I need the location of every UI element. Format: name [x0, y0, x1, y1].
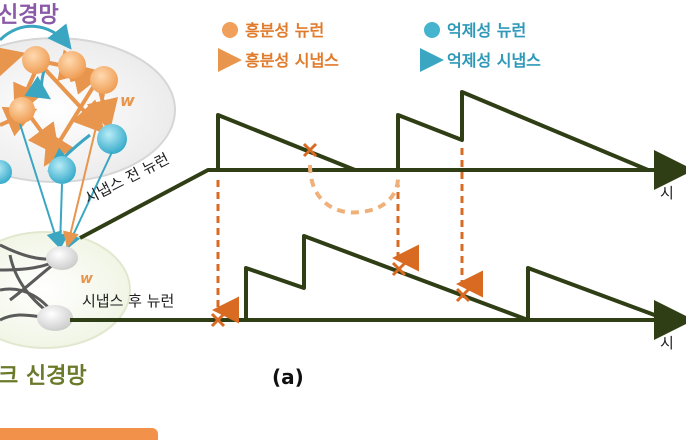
inhibitory-neuron-legend-dot — [424, 22, 440, 38]
panel-label: (a) — [272, 365, 304, 389]
legend-excitatory-synapse: 흥분성 시냅스 — [245, 51, 339, 70]
top-neuron-3 — [90, 66, 118, 94]
top-network-title: 신경망 — [0, 3, 59, 28]
depression-arc — [310, 165, 398, 212]
excitatory-neuron-legend-dot — [222, 22, 238, 38]
bottom-neuron-post — [37, 305, 73, 331]
postsynaptic-label: 시냅스 후 뉴런 — [82, 292, 174, 310]
presynaptic-axis-label: 시 — [660, 184, 674, 202]
bottom-weight-label: w — [80, 271, 93, 287]
top-weight-label: w — [120, 91, 135, 110]
top-neuron-inhibitory-2 — [48, 156, 76, 184]
legend-inhibitory-neuron: 억제성 뉴런 — [447, 21, 526, 40]
bottom-banner — [0, 428, 158, 440]
top-neuron-2 — [58, 51, 86, 79]
top-neuron-1 — [22, 46, 50, 74]
legend-excitatory-neuron: 흥분성 뉴런 — [245, 21, 324, 40]
legend-inhibitory-synapse: 억제성 시냅스 — [447, 51, 541, 70]
top-neuron-4 — [9, 97, 35, 123]
bottom-neuron-pre — [46, 246, 78, 270]
top-neuron-inhibitory-1 — [97, 124, 127, 154]
postsynaptic-axis-label: 시 — [660, 334, 674, 352]
spike-timing-links — [218, 148, 462, 310]
bottom-network-title: 크 신경망 — [0, 364, 87, 389]
